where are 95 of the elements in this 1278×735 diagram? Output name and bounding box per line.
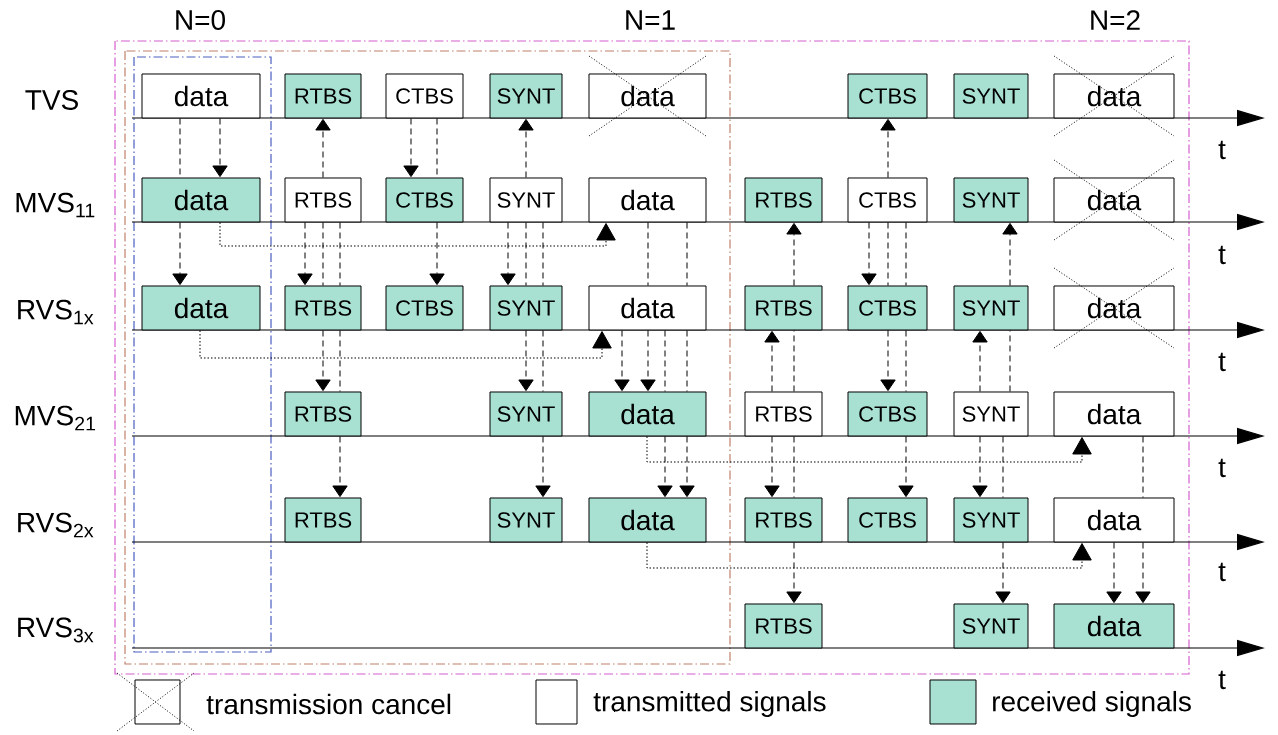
signal-box: CTBS [847,497,928,543]
legend-text: transmitted signals [593,690,826,718]
row-label: RVS$_{3x}$ [18,617,94,643]
signal-box: RTBS [284,285,362,331]
arrow [212,118,228,178]
signal-box: CTBS [847,391,928,437]
signal-box: RTBS [744,285,823,331]
period-label: N=1 [626,10,675,30]
signal-box: SYNT [953,603,1029,649]
signal-box: CTBS [385,285,464,331]
signal-box: data [141,73,261,119]
arrow [764,330,780,392]
arrow [880,118,896,178]
period-label: N=0 [176,10,225,30]
cancelled-signal-box: data [1053,159,1175,241]
arrow [657,436,673,498]
signal-box: RTBS [284,177,362,223]
signal-box: CTBS [385,177,464,223]
arrow [518,118,534,178]
signal-box: data [588,391,707,437]
arrow [764,436,780,498]
row-label: RVS$_{2x}$ [18,512,94,538]
row-label: MVS$_{11}$ [16,192,95,218]
arrow [898,436,914,498]
signal-box: RTBS [744,391,823,437]
signal-box: data [141,285,261,331]
signal-box: CTBS [847,73,928,119]
axis-label: t [1218,245,1226,265]
signal-box: RTBS [284,391,362,437]
arrow [646,542,1092,569]
signal-box: RTBS [744,603,823,649]
signal-box: data [588,285,707,331]
arrow [199,330,612,359]
signal-box: RTBS [744,497,823,543]
signal-box: SYNT [953,73,1029,119]
arrow [1106,542,1122,604]
signal-box: data [588,497,707,543]
arrow [500,222,516,286]
period-label: N=2 [1091,10,1140,30]
signal-box: RTBS [284,497,362,543]
signal-box: CTBS [385,73,464,119]
signal-box: SYNT [489,497,563,543]
cancelled-signal-box: data [588,55,707,137]
arrow [786,222,802,286]
axis-label: t [1218,670,1226,690]
arrow [679,436,695,498]
arrow [972,436,988,498]
arrow [646,436,1092,463]
arrow [972,330,988,392]
cancelled-signal-box: data [1053,55,1175,137]
signal-box: CTBS [847,285,928,331]
arrow [614,330,630,392]
axis-label: t [1218,562,1226,582]
signal-box: CTBS [847,177,928,223]
signal-box: data [1053,391,1175,437]
arrow [172,222,188,286]
signal-box: data [588,177,707,223]
signal-box: data [141,177,261,223]
signal-box: RTBS [744,177,823,223]
signal-box: SYNT [489,285,563,331]
arrow [297,222,313,286]
arrow [880,330,896,392]
arrow [315,330,331,392]
row-label: TVS [25,90,78,110]
arrow [518,330,534,392]
arrow [429,222,445,286]
signal-box: data [1053,603,1175,649]
row-label: MVS$_{21}$ [15,405,96,431]
signal-box: SYNT [953,391,1029,437]
signal-box: SYNT [953,497,1029,543]
arrow [861,222,877,286]
arrow [332,436,348,498]
arrow [995,542,1011,604]
arrow [786,542,802,604]
cancelled-signal-box: data [1053,267,1175,349]
arrow [1002,222,1018,286]
signal-box: SYNT [489,73,563,119]
row-label: RVS$_{1x}$ [18,299,94,325]
signal-box: SYNT [953,285,1029,331]
axis-label: t [1218,458,1226,478]
legend-text: transmission cancel [206,693,451,715]
arrow [315,118,331,178]
axis-label: t [1218,352,1226,372]
signal-box: SYNT [489,177,563,223]
signal-box: data [1053,497,1175,543]
arrow [219,222,616,247]
signal-box: SYNT [953,177,1029,223]
legend-text: received signals [993,690,1191,718]
axis-label: t [1218,140,1226,160]
arrow [535,436,551,498]
signal-box: RTBS [284,73,362,119]
signal-box: SYNT [489,391,563,437]
arrow [403,118,419,178]
arrow [1135,542,1151,604]
arrow [640,330,656,392]
